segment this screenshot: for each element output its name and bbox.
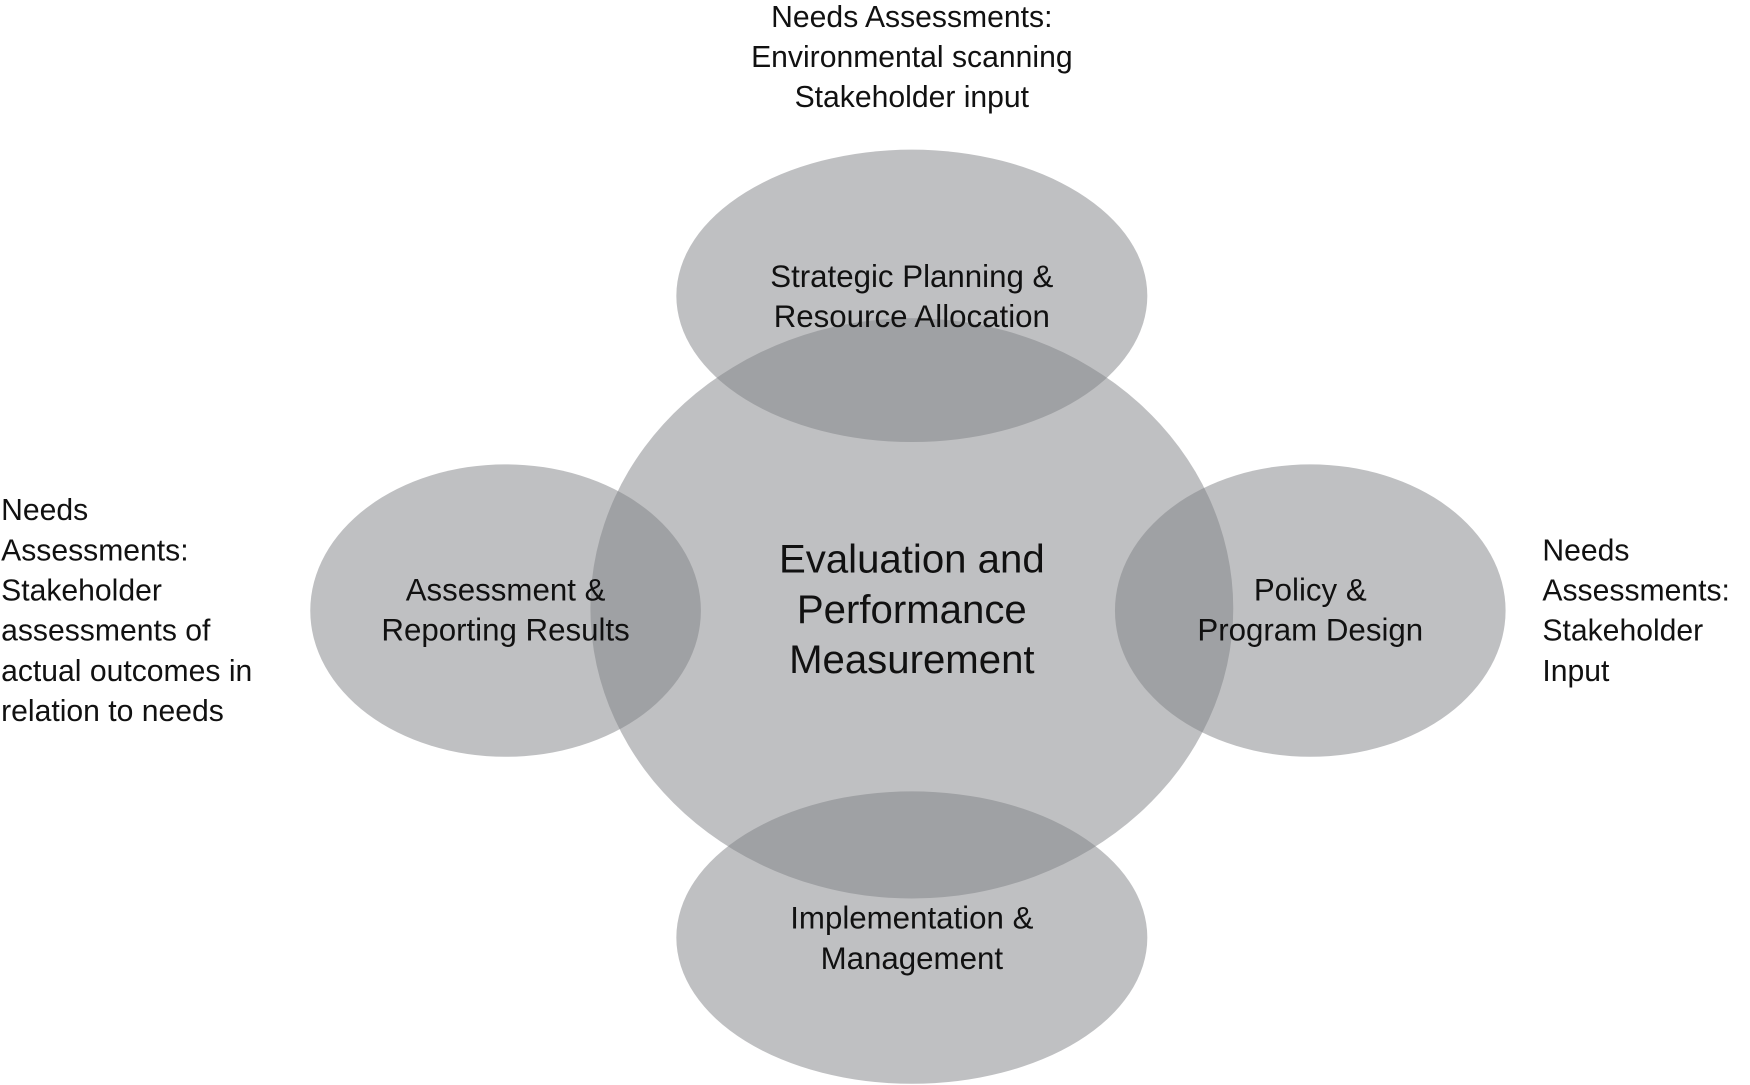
note-line: Environmental scanning: [751, 41, 1073, 74]
node-line: Program Design: [1197, 613, 1423, 648]
center-line: Evaluation and: [779, 537, 1045, 582]
note-line: Input: [1542, 655, 1610, 688]
node-line: Policy &: [1254, 573, 1367, 608]
center-label: Evaluation and Performance Measurement: [779, 537, 1045, 682]
bottom-circle: [676, 791, 1148, 1084]
note-line: assessments of: [1, 615, 211, 648]
node-line: Assessment &: [406, 573, 606, 608]
left-label: Assessment & Reporting Results: [381, 573, 629, 648]
node-line: Management: [821, 941, 1004, 976]
note-line: Assessments:: [1542, 575, 1730, 608]
note-line: Stakeholder: [1542, 615, 1703, 648]
note-line: Stakeholder: [1, 575, 162, 608]
note-line: Needs Assessments:: [771, 1, 1052, 34]
note-line: Needs: [1, 494, 88, 527]
right-circle: [1114, 464, 1506, 757]
left-circle: [310, 464, 701, 757]
note-line: actual outcomes in: [1, 655, 252, 688]
node-line: Resource Allocation: [774, 299, 1050, 334]
node-line: Reporting Results: [381, 613, 629, 648]
center-line: Measurement: [789, 637, 1035, 682]
note-line: Needs: [1542, 534, 1629, 567]
top-label: Strategic Planning & Resource Allocation: [770, 259, 1053, 334]
note-line: relation to needs: [1, 695, 224, 728]
top-circle: [676, 149, 1148, 443]
note-line: Stakeholder input: [795, 81, 1030, 114]
bottom-label: Implementation & Management: [790, 901, 1033, 976]
right-note: Needs Assessments: Stakeholder Input: [1542, 534, 1730, 688]
top-note: Needs Assessments: Environmental scannin…: [751, 1, 1073, 114]
right-label: Policy & Program Design: [1197, 573, 1423, 648]
center-circle: [590, 318, 1234, 899]
left-note: Needs Assessments: Stakeholder assessmen…: [1, 494, 252, 728]
note-line: Assessments:: [1, 534, 189, 567]
node-line: Strategic Planning &: [770, 259, 1053, 294]
node-line: Implementation &: [790, 901, 1033, 936]
center-line: Performance: [797, 587, 1027, 632]
